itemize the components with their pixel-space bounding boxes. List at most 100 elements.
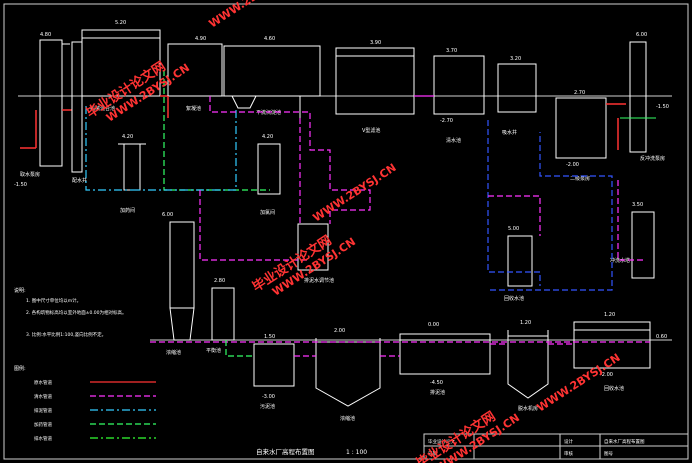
dewatering-house (507, 330, 549, 399)
label-thickener-col: 浓缩池 (166, 349, 181, 356)
level-drain: 0.00 (428, 322, 439, 328)
level-thicken: 2.00 (334, 328, 345, 334)
clear-water-tank (414, 55, 485, 115)
tb-date: 日期 (428, 451, 437, 457)
drawing-title: 自来水厂高程布置图 (256, 447, 315, 456)
level-sed: 4.60 (264, 36, 275, 42)
tb-school: 毕业设计论文 (428, 438, 455, 445)
level-sludge-bottom: -3.00 (262, 394, 275, 400)
thickening-tank (315, 338, 381, 407)
level-intake-bottom: -1.50 (14, 182, 27, 188)
level-pump-bottom: -2.00 (566, 162, 579, 168)
level-tower: 6.00 (636, 32, 647, 38)
level-chlorine: 4.20 (262, 134, 273, 140)
tb-number: 图号 (604, 451, 613, 457)
level-clear: 3.70 (446, 48, 457, 54)
drain-sludge-tank (399, 333, 491, 375)
svg-text:WWW.2BYSJ.CN: WWW.2BYSJ.CN (207, 0, 295, 31)
note-1: 1. 图中尺寸单位均以m计。 (26, 297, 81, 304)
note-2: 2. 各构筑物标高均以室外地面±0.00为相对标高。 (26, 309, 127, 316)
watermark-3: WWW.2BYSJ.CN (311, 161, 399, 224)
label-distribution-well: 配水井 (72, 177, 87, 184)
level-thickener-col: 6.00 (162, 212, 173, 218)
level-return-side: 0.60 (656, 334, 667, 340)
label-recovery: 回收水池 (504, 295, 524, 302)
watermark-1: 毕业设计论文网 WWW.2BYSJ.CN (83, 58, 192, 124)
legend-label: 原水管道 (34, 379, 52, 386)
wash-water-tower (631, 211, 655, 279)
drawing-scale: 1 : 100 (346, 449, 367, 456)
notes-heading: 说明: (14, 287, 26, 294)
sludge-tank (253, 343, 295, 387)
label-clear: 清水池 (446, 137, 461, 144)
recovery-tank (507, 235, 533, 287)
label-drain: 排泥池 (430, 389, 445, 396)
title-block (423, 433, 689, 460)
pipes (85, 70, 650, 357)
sedimentation-tank (223, 45, 321, 118)
level-return: 1.20 (604, 312, 615, 318)
label-return: 回收水池 (604, 385, 624, 392)
watermark-4: 毕业设计论文网 WWW.2BYSJ.CN (249, 232, 358, 298)
label-mixing: 机械混合池 (90, 105, 115, 112)
mixing-tank (81, 29, 168, 97)
watermark-2: WWW.2BYSJ.CN (207, 0, 295, 31)
label-sludge: 污泥池 (260, 403, 275, 410)
level-mixing: 5.20 (115, 20, 126, 26)
v-filter (335, 47, 415, 115)
level-return-bottom: -2.00 (600, 372, 613, 378)
intake-pump-house (20, 39, 72, 167)
return-tank (573, 321, 651, 369)
legend-label: 加药管道 (34, 421, 52, 428)
thickener-column (169, 221, 195, 341)
clearwell-tower (620, 41, 656, 153)
level-clear-bottom: -2.70 (440, 118, 453, 124)
label-sludge-reg: 排泥水调节池 (304, 277, 334, 284)
sludge-regulating-tank (297, 223, 329, 271)
level-suction: 3.20 (510, 56, 521, 62)
level-balance: 2.80 (214, 278, 225, 284)
legend-label: 清水管道 (34, 393, 52, 400)
label-dosing: 加药间 (120, 207, 135, 214)
legend-heading: 图例: (14, 365, 26, 372)
label-chlorine: 加氯间 (260, 209, 275, 216)
note-3: 3. 比例:水平比例1:100,竖向比例不定。 (26, 331, 106, 338)
drawing-frame (3, 3, 689, 460)
level-intake-top: 4.80 (40, 32, 51, 38)
balance-tank (211, 287, 235, 341)
level-dosing: 4.20 (122, 134, 133, 140)
level-sludge: 1.50 (264, 334, 275, 340)
level-wash-tower: 3.50 (632, 202, 643, 208)
suction-well (497, 63, 537, 113)
label-balance: 平衡池 (206, 347, 221, 354)
level-drain-bottom: -4.50 (430, 380, 443, 386)
svg-text:WWW.2BYSJ.CN: WWW.2BYSJ.CN (311, 161, 399, 224)
level-filter: 3.90 (370, 40, 381, 46)
chlorine-building (257, 143, 281, 195)
level-recovery: 5.00 (508, 226, 519, 232)
label-pump: 二级泵房 (570, 175, 590, 182)
label-floc: 絮凝池 (186, 105, 201, 112)
tb-design: 设计 (564, 438, 573, 445)
dosing-building (118, 143, 146, 191)
flocculation-tank (167, 43, 223, 118)
tb-review: 审核 (564, 450, 573, 457)
level-dewater: 1.20 (520, 320, 531, 326)
level-pump: 2.70 (574, 90, 585, 96)
label-thicken: 浓缩池 (340, 415, 355, 422)
distribution-well (71, 41, 83, 173)
watermark-6: 毕业设计论文网 WWW.2BYSJ.CN (413, 408, 522, 463)
label-suction: 吸水井 (502, 129, 517, 136)
level-tower-out: -1.50 (656, 104, 669, 110)
legend-label: 排水管道 (34, 435, 52, 442)
level-floc: 4.90 (195, 36, 206, 42)
secondary-pump-house (555, 97, 626, 159)
label-dewater: 脱水机房 (518, 405, 538, 412)
label-tower: 反冲洗泵房 (640, 155, 665, 162)
legend-label: 排泥管道 (34, 407, 52, 414)
tb-name: 自来水厂高程布置图 (604, 438, 645, 445)
label-filter: V型滤池 (362, 127, 380, 134)
label-intake: 取水泵房 (20, 171, 40, 178)
